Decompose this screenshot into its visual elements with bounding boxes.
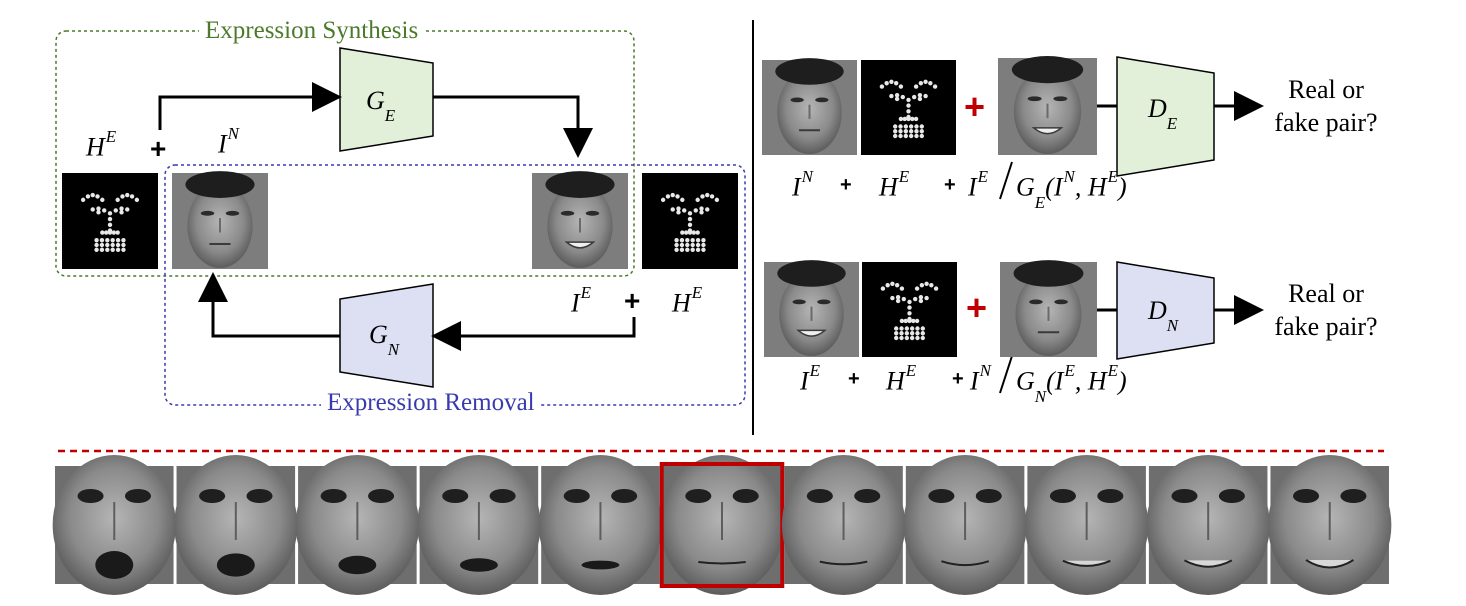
- label-ie-left: IE: [571, 283, 592, 318]
- strip-face: [174, 455, 298, 595]
- pair-top-heatmap: [861, 60, 956, 155]
- strip-face: [538, 455, 663, 595]
- pair-bottom-expression-face: [764, 260, 859, 357]
- generator-ge-shape: [339, 47, 434, 152]
- discriminator-de-shape: [1116, 56, 1215, 177]
- discriminator-dn-shape: [1116, 261, 1215, 360]
- red-plus-bottom: +: [966, 287, 988, 328]
- strip-face: [659, 455, 785, 595]
- generator-gn-shape: [339, 283, 434, 388]
- heatmap-left: [62, 173, 158, 269]
- slash-2: [999, 355, 1013, 394]
- strip-face: [903, 455, 1027, 595]
- pair-bottom-heatmap: [862, 262, 957, 357]
- generator-ge-label: GE: [366, 86, 396, 126]
- neutral-face-left: [172, 171, 268, 269]
- generator-gn-label: GN: [369, 320, 400, 360]
- strip-face: [1024, 455, 1149, 595]
- removal-title: Expression Removal: [321, 389, 541, 417]
- pair-bottom-target-face: [1000, 260, 1097, 357]
- strip-face: [1146, 455, 1270, 595]
- strip-face: [295, 455, 420, 595]
- pair-top-neutral-face: [762, 58, 857, 155]
- label-he-right: HE: [672, 283, 703, 318]
- heatmap-right: [642, 173, 738, 269]
- strip-face: [417, 455, 541, 595]
- expression-face-left: [532, 171, 628, 269]
- discriminator-dn-label: DN: [1148, 296, 1179, 336]
- red-plus-top: +: [964, 86, 986, 127]
- arrow-from-gn: [198, 272, 340, 338]
- plus-left: +: [150, 133, 167, 164]
- removal-region: [164, 164, 746, 406]
- arrow-to-gn: [431, 317, 636, 351]
- discriminator-de-label: DE: [1148, 94, 1178, 134]
- slash-1: [999, 161, 1013, 200]
- strip-face: [1268, 455, 1392, 595]
- strip-face: [781, 455, 906, 595]
- plus-right: +: [624, 285, 641, 316]
- synthesis-title: Expression Synthesis: [199, 17, 425, 45]
- arrow-to-ge: [158, 82, 342, 130]
- strip-face: [52, 455, 176, 595]
- label-in-left: IN: [218, 124, 240, 159]
- label-he-left: HE: [86, 127, 117, 162]
- pair-top-target-face: [998, 56, 1097, 155]
- arrow-from-ge: [433, 95, 593, 158]
